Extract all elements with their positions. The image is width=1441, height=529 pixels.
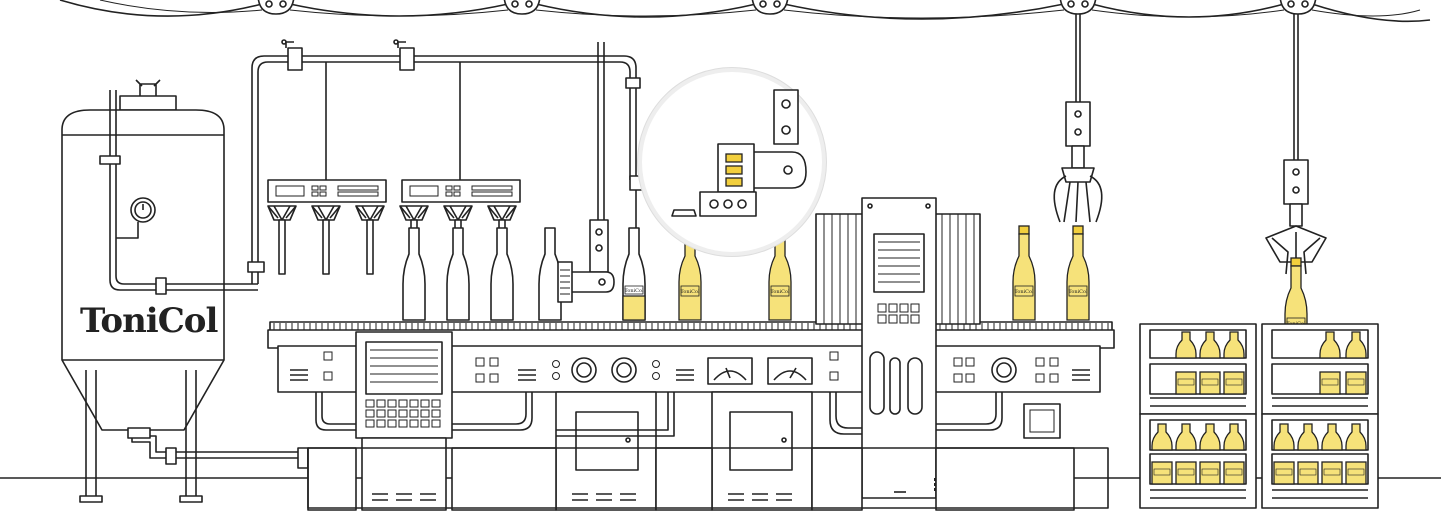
bottle-icon — [1175, 371, 1197, 395]
bottle-icon — [1223, 461, 1245, 485]
filling-nozzle-icon — [311, 205, 341, 275]
ceiling-clamp-icon — [257, 0, 295, 15]
pressure-gauge-icon — [611, 357, 637, 383]
labeling-arm — [557, 219, 615, 303]
bottle-icon — [1321, 461, 1343, 485]
bottle-icon — [1297, 461, 1319, 485]
filling-nozzle-icon — [267, 205, 297, 275]
bottle-icon — [446, 227, 470, 321]
bottle-icon — [1223, 371, 1245, 395]
bottles-on-belt: ToniCol — [402, 225, 1090, 321]
ceiling-cables — [59, 0, 1431, 23]
bottle-icon — [1199, 461, 1221, 485]
filling-station-2 — [399, 179, 521, 275]
robot-claw-icon — [1053, 14, 1103, 223]
bottle-icon — [1175, 461, 1197, 485]
fermentation-tank-icon: ToniCol — [61, 79, 309, 503]
bottle-icon — [1066, 225, 1090, 321]
filling-nozzle-icon — [355, 205, 385, 275]
pressure-gauge-icon — [571, 357, 597, 383]
bottle-icon — [1345, 371, 1367, 395]
ceiling-clamp-icon — [1059, 0, 1097, 15]
bottle-icon — [1199, 371, 1221, 395]
ceiling-clamp-icon — [751, 0, 789, 15]
bottle-icon — [1151, 461, 1173, 485]
bottle-icon — [1319, 371, 1341, 395]
svg-text:ToniCol: ToniCol — [624, 288, 644, 294]
ceiling-clamp-icon — [1279, 0, 1317, 15]
robot-claw-icon — [1265, 14, 1327, 353]
supply-pipes — [247, 39, 641, 284]
bottle-icon — [1273, 461, 1295, 485]
brand-logo: ToniCol — [80, 301, 218, 341]
bottle-icon — [1012, 225, 1036, 321]
ceiling-clamp-icon — [503, 0, 541, 15]
bottle-icon — [490, 227, 514, 321]
bottle-icon — [1345, 461, 1367, 485]
bottle-icon — [402, 227, 426, 321]
bottle-crate-icon — [1261, 323, 1379, 509]
filling-station-1 — [267, 179, 387, 275]
control-panels — [290, 331, 1109, 511]
bottle-icon: ToniCol — [622, 227, 646, 321]
pressure-gauge-icon — [991, 357, 1017, 383]
magnifier-detail — [637, 67, 827, 257]
